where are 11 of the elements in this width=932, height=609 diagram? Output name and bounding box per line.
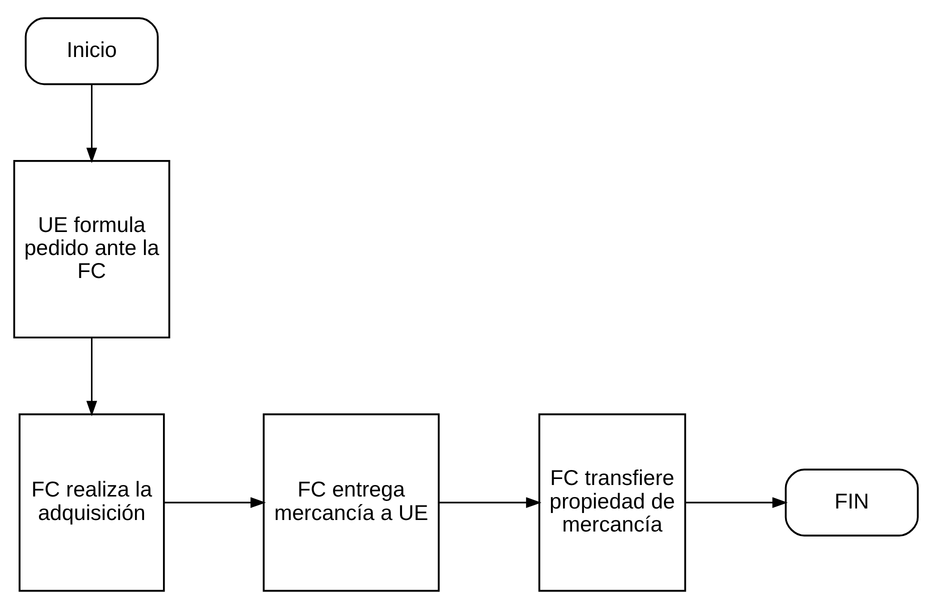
arrow	[164, 497, 266, 508]
arrow	[685, 497, 788, 508]
arrow	[86, 338, 98, 416]
node-box: FC entrega mercancía a UE	[262, 413, 440, 592]
arrow	[438, 497, 542, 508]
arrow	[86, 84, 98, 164]
node-box: FC realiza la adquisición	[18, 413, 165, 592]
node-box: UE formula pedido ante la FC	[13, 160, 170, 338]
node-box: Inicio	[24, 17, 159, 86]
node-box: FC transfiere propiedad de mercancía	[538, 413, 686, 592]
node-box: FIN	[784, 468, 919, 536]
